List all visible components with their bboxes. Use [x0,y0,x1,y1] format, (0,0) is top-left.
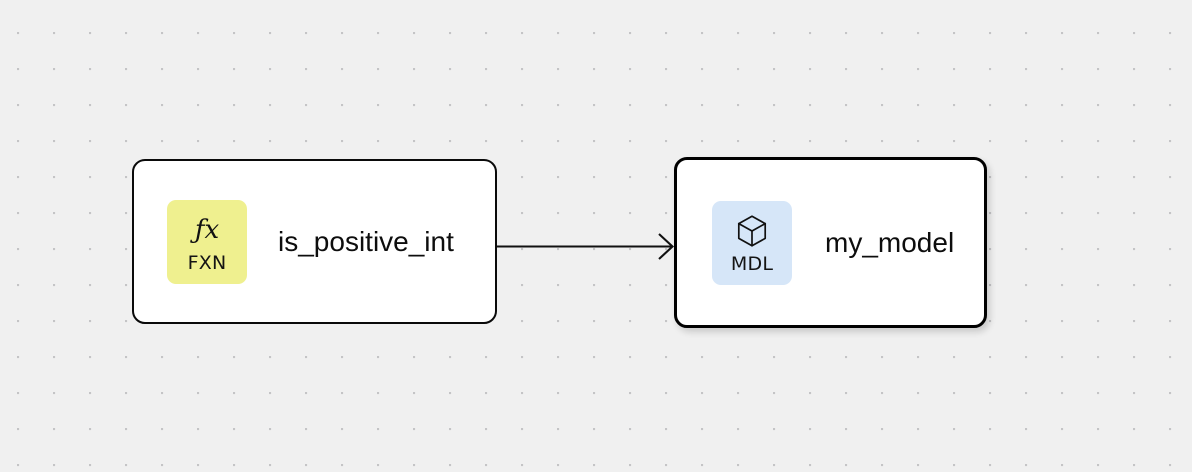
cube-icon [735,211,769,251]
function-icon: ƒx [194,215,220,245]
node-type-badge-caption: FXN [187,252,227,274]
node-is-positive-int[interactable]: ƒx FXN is_positive_int [132,159,497,324]
node-label: is_positive_int [278,225,454,257]
edge-arrowhead-icon [658,233,675,260]
node-type-badge-caption: MDL [730,253,774,275]
cube-icon-svg [737,215,767,247]
node-label: my_model [825,226,955,258]
edge-fxn-to-mdl[interactable] [497,233,675,260]
node-type-badge-mdl: MDL [712,200,792,285]
node-type-badge-fxn: ƒx FXN [167,199,247,284]
node-my-model[interactable]: MDL my_model [674,157,987,328]
